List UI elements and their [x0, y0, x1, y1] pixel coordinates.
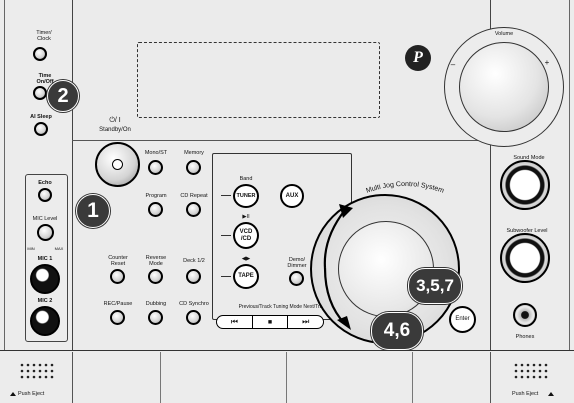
cd-synchro-button[interactable] — [186, 310, 201, 325]
time-onoff-label: Time On/Off — [36, 73, 54, 85]
vcd-cd-button[interactable]: VCD /CD — [233, 222, 259, 249]
cd-repeat-label: CD Repeat — [180, 193, 208, 199]
program-button[interactable] — [148, 202, 163, 217]
band-label: Band — [239, 176, 253, 182]
subwoofer-level-label: Subwoofer Level — [506, 228, 548, 234]
track-header-label: Previous/Track Tuning Mode Next/Track — [238, 304, 328, 310]
bottom-left-drawer[interactable] — [4, 352, 73, 403]
jog-label-arc: Multi Jog Control System — [365, 181, 445, 195]
standby-symbol: ⏻/ I — [109, 117, 121, 124]
echo-label: Echo — [38, 180, 52, 186]
demo-dimmer-button[interactable] — [289, 271, 304, 286]
tuner-dash — [221, 195, 231, 196]
cd-repeat-button[interactable] — [186, 202, 201, 217]
bottom-mid-divider-1 — [160, 352, 161, 403]
cd-synchro-label: CD Synchro — [179, 301, 209, 307]
standby-button-center — [112, 159, 123, 170]
previous-track-button[interactable]: ⏮ — [217, 316, 253, 328]
mic2-label: MIC 2 — [37, 298, 53, 304]
jog-arrows — [323, 204, 353, 330]
callout-4-6: 4,6 — [371, 312, 423, 350]
svg-text:Multi Jog Control System: Multi Jog Control System — [365, 181, 445, 195]
sound-mode-knob[interactable] — [500, 160, 550, 210]
mic-level-knob[interactable] — [37, 224, 54, 241]
program-label: Program — [145, 193, 167, 199]
bottom-mid-divider-3 — [412, 352, 413, 403]
phones-label: Phones — [515, 334, 535, 340]
reverse-mode-button[interactable] — [148, 269, 163, 284]
brand-logo-letter: P — [413, 49, 423, 66]
standby-label: Standby/On — [99, 127, 131, 133]
reverse-mode-label: Reverse Mode — [145, 255, 167, 267]
right-edge-line — [569, 0, 570, 350]
volume-plus: + — [544, 58, 550, 67]
timer-clock-label: Timer/ Clock — [36, 30, 52, 42]
volume-minus: – — [450, 60, 456, 69]
bottom-right-drawer[interactable] — [490, 352, 570, 403]
counter-reset-button[interactable] — [110, 269, 125, 284]
upper-panel-divider — [72, 140, 490, 141]
mic-section-frame — [25, 174, 68, 342]
deck-12-label: Deck 1/2 — [183, 258, 205, 264]
mono-st-button[interactable] — [148, 160, 163, 175]
tuner-button[interactable]: TUNER — [233, 184, 259, 208]
memory-button[interactable] — [186, 160, 201, 175]
callout-3-5-7: 3,5,7 — [408, 268, 462, 304]
memory-label: Memory — [184, 150, 204, 156]
counter-reset-label: Counter Reset — [108, 255, 128, 267]
left-edge-line — [4, 0, 5, 350]
callout-2: 2 — [47, 80, 79, 112]
callout-1: 1 — [76, 194, 110, 228]
bottom-panel — [0, 350, 574, 403]
time-onoff-button[interactable] — [33, 86, 47, 100]
push-eject-right-label: Push Eject — [512, 391, 539, 397]
deck-12-button[interactable] — [186, 269, 201, 284]
track-controls-bar: ⏮ ■ ⏭ — [216, 315, 324, 329]
dubbing-button[interactable] — [148, 310, 163, 325]
aux-button[interactable]: AUX — [280, 184, 304, 208]
subwoofer-level-knob[interactable] — [500, 233, 550, 283]
tape-dash — [221, 276, 231, 277]
demo-dimmer-label: Demo/ Dimmer — [287, 257, 307, 269]
ai-sleep-label: AI Sleep — [30, 114, 52, 120]
right-eject-icon — [548, 392, 554, 396]
jog-label: Multi Jog Control System — [365, 181, 445, 195]
tape-button[interactable]: TAPE — [233, 264, 259, 289]
left-speaker-grille — [20, 363, 54, 379]
min-label: MIN — [27, 246, 35, 251]
display-window — [137, 42, 380, 118]
right-speaker-grille — [514, 363, 548, 379]
mono-st-label: Mono/ST — [144, 150, 168, 156]
volume-knob[interactable] — [459, 42, 549, 132]
mic-level-label: MIC Level — [32, 216, 58, 222]
brand-logo: P — [405, 45, 431, 71]
mic1-label: MIC 1 — [37, 256, 53, 262]
sound-mode-label: Sound Mode — [513, 155, 545, 161]
phones-jack[interactable] — [513, 303, 537, 327]
max-label: MAX — [54, 246, 64, 251]
echo-button[interactable] — [38, 188, 52, 202]
mic2-jack[interactable] — [30, 306, 60, 336]
vcd-cd-dash — [221, 235, 231, 236]
stop-button[interactable]: ■ — [253, 316, 289, 328]
rec-pause-label: REC/Pause — [103, 301, 133, 307]
dubbing-label: Dubbing — [145, 301, 167, 307]
next-track-button[interactable]: ⏭ — [302, 317, 310, 326]
tape-arrows-label: ◀▶ — [241, 256, 251, 262]
enter-button[interactable]: Enter — [449, 306, 476, 333]
rec-pause-button[interactable] — [110, 310, 125, 325]
left-eject-icon — [10, 392, 16, 396]
ai-sleep-button[interactable] — [34, 122, 48, 136]
volume-label: Volume — [494, 31, 514, 37]
push-eject-left-label: Push Eject — [18, 391, 45, 397]
mic1-jack[interactable] — [30, 264, 60, 294]
play-pause-label: ▶II — [242, 214, 250, 220]
timer-clock-button[interactable] — [33, 47, 47, 61]
bottom-mid-divider-2 — [286, 352, 287, 403]
